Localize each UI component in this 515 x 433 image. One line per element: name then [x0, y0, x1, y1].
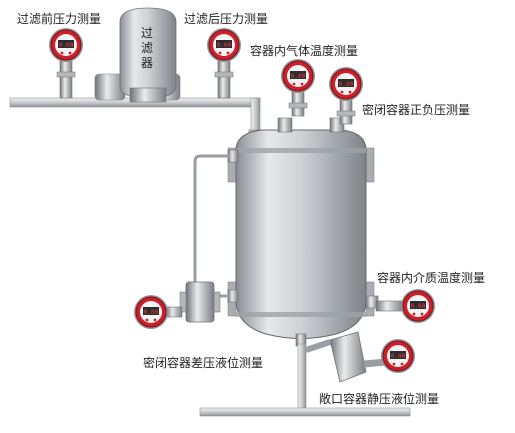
- top-pipeline: [9, 97, 263, 137]
- gauge-filter-inlet-readout: 0.00: [59, 42, 74, 49]
- gauge-sealed-negative-pressure-readout: 0.00: [339, 81, 354, 88]
- main-tank: [227, 117, 379, 347]
- gauge-diff-pressure-level-readout: 0.00: [144, 309, 159, 316]
- gauge-gas-temperature-readout: 0.00: [291, 73, 306, 80]
- gauge-filter-outlet: 0.00: [207, 28, 241, 99]
- gauge-medium-temperature: 0.00: [375, 289, 435, 323]
- gauge-diff-pressure-level: 0.00: [134, 295, 183, 329]
- gauge-sealed-negative-pressure: 0.00: [329, 67, 363, 125]
- label-sealed-negative-pressure: 密闭容器正负压测量: [362, 103, 471, 117]
- diff-pressure-transmitter: [179, 281, 221, 323]
- label-medium-temperature: 容器内介质温度测量: [377, 271, 486, 285]
- gauge-static-pressure-level: 0.00: [363, 339, 415, 373]
- gauge-medium-temperature-readout: 0.00: [411, 303, 426, 310]
- static-pressure-transmitter: [329, 331, 367, 383]
- filter-label: 过滤器: [141, 26, 154, 70]
- filter-vessel: [94, 7, 181, 103]
- bottom-pipeline: [199, 339, 411, 417]
- gauge-static-pressure-level-readout: 0.00: [391, 353, 406, 360]
- gauges: 0.00 0.00 0.00 0.00 0.00 0.00 0.00: [49, 28, 435, 373]
- gauge-filter-outlet-readout: 0.00: [217, 42, 232, 49]
- impulse-tube: [193, 154, 229, 298]
- label-diff-pressure-level: 密闭容器差压液位测量: [143, 356, 264, 370]
- label-static-pressure-level: 敞口容器静压液位测量: [319, 392, 440, 406]
- label-gas-temperature: 容器内气体温度测量: [250, 44, 359, 58]
- gauge-gas-temperature: 0.00: [281, 59, 315, 117]
- label-filter-outlet-pressure: 过滤后压力测量: [184, 12, 269, 26]
- gauge-filter-inlet: 0.00: [49, 28, 83, 99]
- label-filter-inlet-pressure: 过滤前压力测量: [17, 12, 102, 26]
